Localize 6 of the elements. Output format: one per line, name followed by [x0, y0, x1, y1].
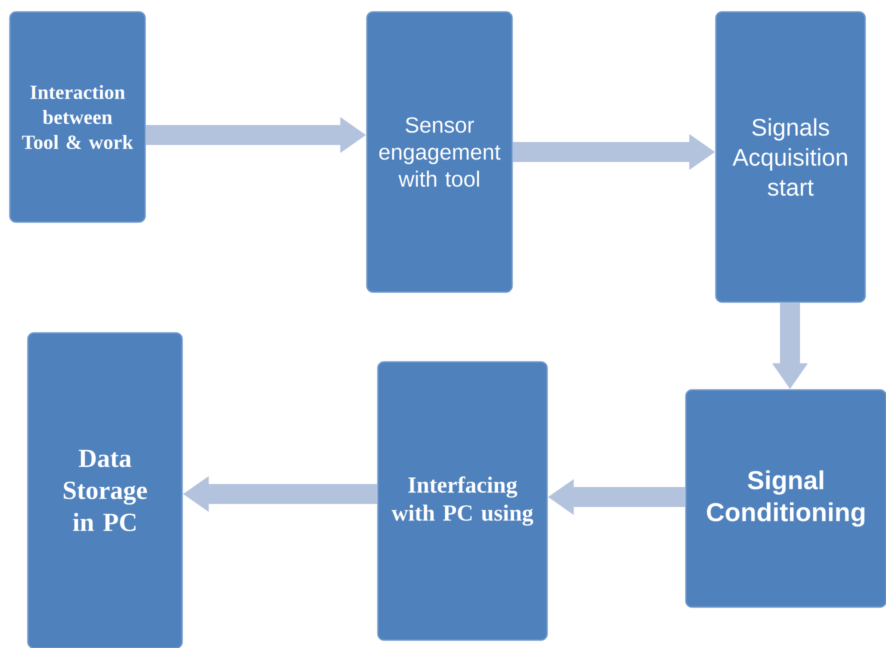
- process-box: Sensor engagement with tool: [366, 11, 513, 293]
- process-box: Interfacing with PC using: [377, 361, 548, 641]
- process-box: Data Storage in PC: [27, 332, 183, 648]
- process-box: Signal Conditioning: [685, 389, 886, 608]
- process-box: Signals Acquisition start: [715, 11, 866, 303]
- process-box: Interaction between Tool & work: [9, 11, 146, 223]
